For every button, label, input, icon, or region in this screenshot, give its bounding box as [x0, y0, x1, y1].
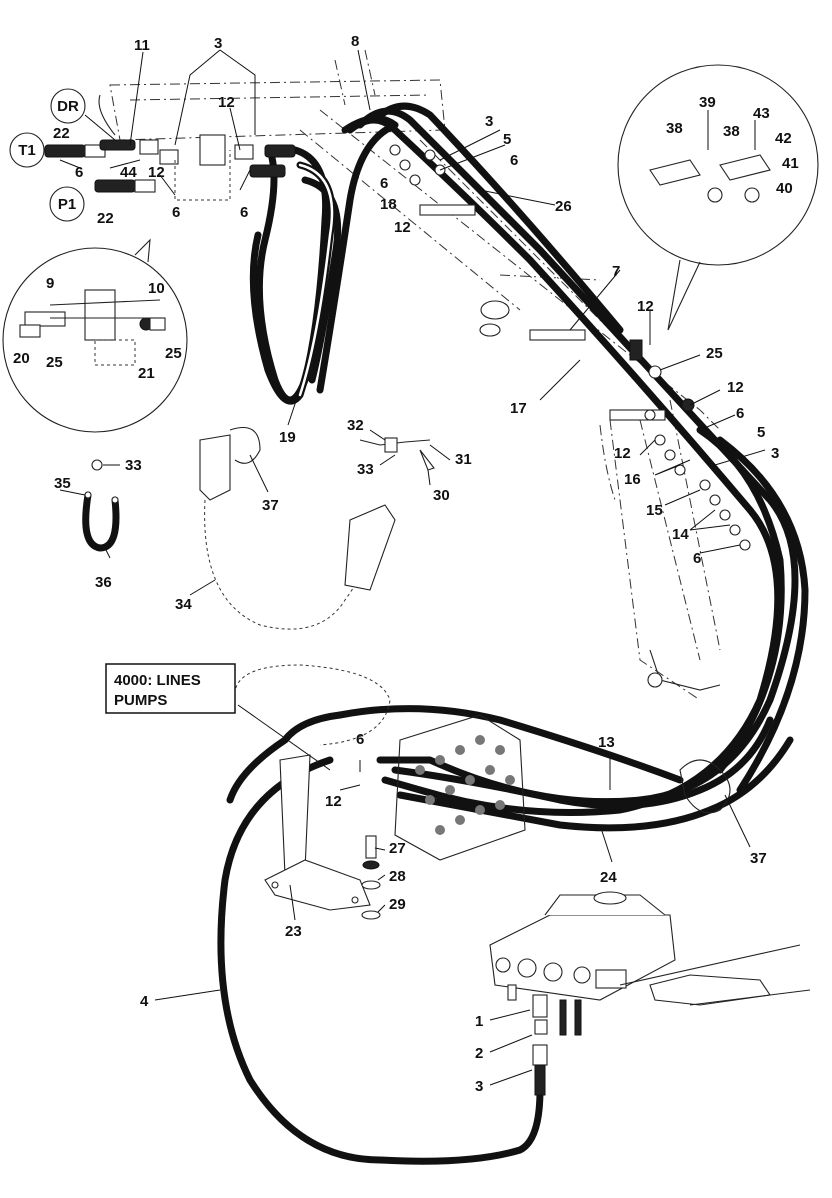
detail-bubble-left [2, 238, 188, 433]
callout-5-boom: 5 [503, 131, 511, 148]
callout-2: 2 [475, 1045, 483, 1062]
callout-1: 1 [475, 1013, 483, 1030]
callout-3-bottom: 3 [475, 1078, 483, 1095]
callout-7: 7 [612, 263, 620, 280]
callout-21: 21 [138, 365, 155, 382]
callout-6-boom-b: 6 [380, 175, 388, 192]
callout-12-lower: 12 [614, 445, 631, 462]
top-left-fittings [44, 134, 296, 201]
callout-12-valve: 12 [325, 793, 342, 810]
boom-hoses [346, 102, 809, 816]
callout-42: 42 [775, 130, 792, 147]
circled-label-p1: P1 [58, 196, 76, 213]
callout-leaders [59, 49, 766, 1086]
callout-26: 26 [555, 198, 572, 215]
callout-37-lower: 37 [750, 850, 767, 867]
callout-34: 34 [175, 596, 192, 613]
callout-3-right: 3 [771, 445, 779, 462]
callout-33-mid: 33 [357, 461, 374, 478]
callout-12-right: 12 [727, 379, 744, 396]
callout-19: 19 [279, 429, 296, 446]
callout-12-top: 12 [218, 94, 235, 111]
pump-unit [489, 891, 811, 1096]
note-box-4000-lines-pumps: 4000: LINES PUMPS [105, 663, 331, 771]
callout-6-block-a: 6 [172, 204, 180, 221]
callout-12-left: 12 [148, 164, 165, 181]
callout-37-upper: 37 [262, 497, 279, 514]
callout-16: 16 [624, 471, 641, 488]
callout-25-detail: 25 [46, 354, 63, 371]
hose-group-19 [249, 115, 399, 405]
callout-39: 39 [699, 94, 716, 111]
fasteners-27-28-29 [361, 835, 381, 920]
callout-22-bottom: 22 [97, 210, 114, 227]
callout-9: 9 [46, 275, 54, 292]
callout-22-top: 22 [53, 125, 70, 142]
hose-4 [217, 705, 684, 1165]
circled-labels: DR T1 P1 [9, 88, 86, 222]
callout-4: 4 [140, 993, 149, 1010]
callout-3-top-left: 3 [214, 35, 222, 52]
callout-43: 43 [753, 105, 770, 122]
detail-bubble-top-right [617, 64, 819, 331]
callout-6-valve: 6 [356, 731, 364, 748]
callout-8: 8 [351, 33, 359, 50]
callout-31: 31 [455, 451, 472, 468]
callout-18: 18 [380, 196, 397, 213]
callout-20: 20 [13, 350, 30, 367]
callout-12-mid: 12 [637, 298, 654, 315]
callout-10: 10 [148, 280, 165, 297]
callout-14: 14 [672, 526, 689, 543]
callout-6-block-b: 6 [240, 204, 248, 221]
callout-33-left: 33 [125, 457, 142, 474]
callout-41: 41 [782, 155, 799, 172]
callout-32: 32 [347, 417, 364, 434]
callout-6-left: 6 [75, 164, 83, 181]
callout-6-right: 6 [736, 405, 744, 422]
circled-label-dr: DR [57, 98, 79, 115]
callout-15: 15 [646, 502, 663, 519]
callout-27: 27 [389, 840, 406, 857]
callout-25-detail-b: 25 [165, 345, 182, 362]
note-line-1: 4000: LINES [114, 672, 201, 689]
callout-44: 44 [120, 164, 137, 181]
callout-3-boom: 3 [485, 113, 493, 130]
boom-fittings [389, 144, 751, 551]
callout-13: 13 [598, 734, 615, 751]
callout-12-boom: 12 [394, 219, 411, 236]
small-parts [82, 426, 731, 814]
callout-29: 29 [389, 896, 406, 913]
bracket-23 [264, 754, 371, 911]
note-line-2: PUMPS [114, 692, 167, 709]
callout-25-mid: 25 [706, 345, 723, 362]
callout-30: 30 [433, 487, 450, 504]
callout-labels: 11 3 8 12 22 6 44 12 22 6 6 3 5 6 6 18 1… [13, 33, 799, 1095]
callout-36: 36 [95, 574, 112, 591]
callout-28: 28 [389, 868, 406, 885]
callout-35: 35 [54, 475, 71, 492]
callout-38-a: 38 [666, 120, 683, 137]
callout-38-b: 38 [723, 123, 740, 140]
callout-6-lower: 6 [693, 550, 701, 567]
valve-block [394, 714, 526, 861]
callout-11: 11 [134, 37, 150, 54]
callout-6-boom-a: 6 [510, 152, 518, 169]
callout-24: 24 [600, 869, 617, 886]
circled-label-t1: T1 [18, 142, 36, 159]
callout-23: 23 [285, 923, 302, 940]
callout-17: 17 [510, 400, 527, 417]
callout-40: 40 [776, 180, 793, 197]
callout-5-right: 5 [757, 424, 765, 441]
